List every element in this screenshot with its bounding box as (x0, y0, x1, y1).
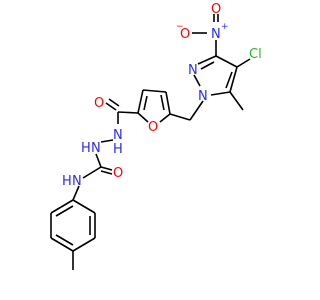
bond-c4-c5 (229, 66, 238, 93)
molecule-svg: N + O O − Cl N N O O N H N H N H O (50, 2, 262, 270)
bond-ar-c1-c2 (72, 199, 96, 214)
bond-c5-methyl (229, 91, 244, 111)
bond-c3-c4 (215, 55, 238, 68)
atom-labels: N + O O − Cl N N O O N H N H N H O (62, 2, 262, 189)
bond-furan-c2-o (137, 112, 149, 123)
molecule-structure-diagram: N + O O − Cl N N O O N H N H N H O (50, 2, 262, 270)
nitro-o-left-label: O (180, 27, 190, 42)
bond-ar-c4-c5 (50, 237, 74, 252)
bond-n1-ch2 (189, 100, 204, 121)
bond-ar-c3-c4 (72, 237, 96, 252)
hydrazide-n-b-label: N (91, 141, 101, 156)
bond-furan-c5-c4 (165, 91, 171, 115)
bonds (50, 14, 251, 270)
bond-ar-c6-c1-inner (55, 205, 74, 217)
carbonyl2-o-label: O (113, 166, 123, 181)
bond-nh-nh (100, 139, 114, 143)
bond-n2-c3 (197, 55, 217, 65)
bond-furan-c3-c2 (137, 89, 144, 114)
nitro-plus-charge: + (221, 22, 229, 32)
pyrazole-n2-label: N (188, 63, 198, 78)
bond-nh-aryl (72, 185, 80, 201)
bond-carbonyl1-o-2 (108, 98, 120, 107)
bond-furan-c5-c4-inner (160, 94, 165, 111)
amide-h-label: H (62, 174, 72, 189)
bond-carbonyl2-o-2 (100, 170, 113, 175)
bond-ch2-furan-c5 (169, 113, 191, 121)
bond-c4-c5-inner (225, 71, 233, 89)
bond-n2-c3-inner (200, 61, 215, 70)
bond-furan-c3-c2-inner (143, 95, 148, 111)
hydrazide-n-a-label: N (113, 128, 123, 143)
furan-o-label: O (148, 120, 158, 135)
bond-c5-n1 (210, 91, 231, 96)
amide-n-label: N (72, 174, 82, 189)
bond-carbonyl1-o (105, 102, 117, 111)
bond-n1-n2 (193, 74, 201, 87)
hydrazide-h-b-label: H (81, 141, 91, 156)
nitro-minus-charge: − (176, 22, 184, 32)
bond-carbonyl2-nh (82, 166, 102, 179)
bond-carbonyl2-o (100, 166, 113, 171)
carbonyl1-o-label: O (94, 96, 104, 111)
bond-c4-cl (236, 58, 251, 68)
nitro-o-up-label: O (211, 2, 221, 17)
pyrazole-n1-label: N (198, 89, 208, 104)
bond-c2-carbonyl (117, 111, 139, 114)
chlorine-label: Cl (249, 47, 262, 62)
bond-ar-c6-c1 (50, 199, 74, 214)
bond-ar-c4-c5-inner (55, 234, 74, 246)
bond-furan-c4-c3 (142, 89, 167, 93)
bond-furan-o-c5 (159, 113, 171, 123)
nitro-n-label: N (211, 27, 221, 42)
hydrazide-h-a-label: H (113, 142, 123, 157)
bond-nh-carbonyl2 (95, 153, 102, 168)
